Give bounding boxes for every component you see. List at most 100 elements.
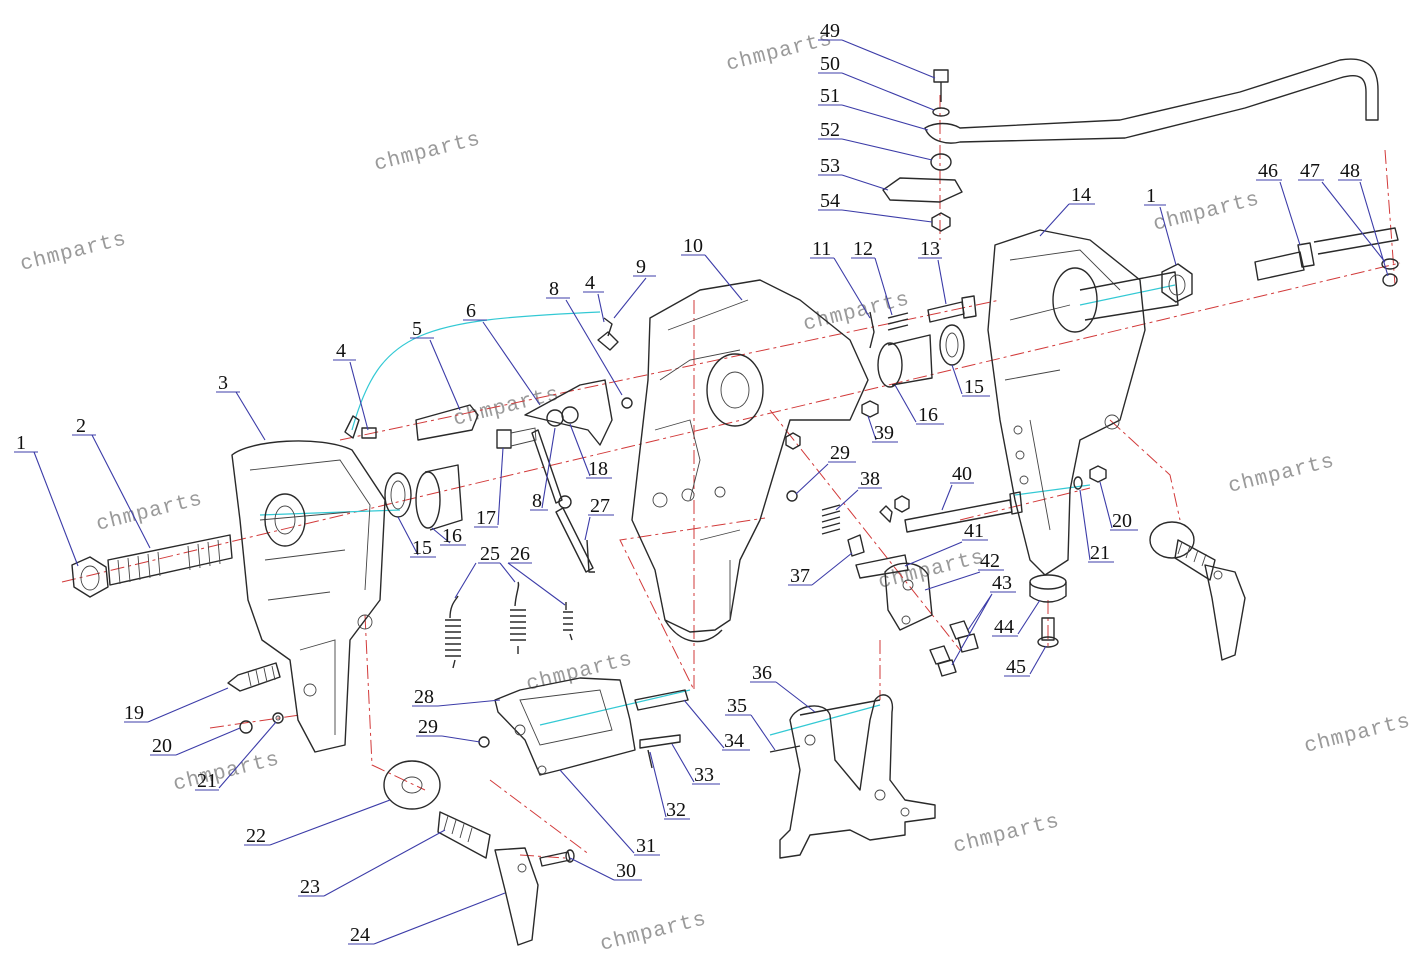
callout-label: 31 — [636, 835, 656, 857]
callout-label: 22 — [246, 825, 266, 847]
part-spring-38 — [821, 504, 841, 535]
callout-label: 3 — [218, 372, 228, 394]
callout-label: 16 — [442, 525, 462, 547]
watermark: chmparts — [372, 128, 483, 177]
callout-label: 2 — [76, 415, 86, 437]
part-tilt-holder-36 — [769, 694, 936, 859]
callout-label: 29 — [418, 716, 438, 738]
part-steering-link — [882, 58, 1379, 232]
callout-label: 27 — [590, 495, 610, 517]
callout-label: 25 — [480, 543, 500, 565]
callout-label: 5 — [412, 318, 422, 340]
part-clip-left — [344, 415, 377, 439]
callout-label: 6 — [466, 300, 476, 322]
callout-label: 30 — [616, 860, 636, 882]
callout-label: 23 — [300, 876, 320, 898]
callout-label: 11 — [812, 238, 831, 260]
callout-label: 46 — [1258, 160, 1278, 182]
watermark: chmparts — [451, 383, 562, 432]
part-small-nut-left — [239, 712, 284, 734]
part-right-clamp-bracket — [987, 229, 1179, 576]
callout-label: 54 — [820, 190, 840, 212]
part-rod-27 — [586, 539, 595, 573]
callout-label: 1 — [1146, 185, 1156, 207]
callout-label: 49 — [820, 20, 840, 42]
callout-label: 47 — [1300, 160, 1320, 182]
part-clip-9 — [597, 317, 633, 409]
part-lever-left — [383, 760, 575, 946]
callout-label: 52 — [820, 119, 840, 141]
part-spring-26 — [563, 602, 573, 641]
callout-label: 26 — [510, 543, 530, 565]
callout-label: 40 — [952, 463, 972, 485]
callout-label: 43 — [992, 572, 1012, 594]
watermark: chmparts — [1302, 710, 1413, 759]
callout-label: 42 — [980, 550, 1000, 572]
part-cable-end — [415, 404, 479, 441]
callout-label: 39 — [874, 422, 894, 444]
callout-label: 17 — [476, 507, 496, 529]
callout-label: 51 — [820, 85, 840, 107]
cable-lines — [259, 284, 1176, 736]
watermark: chmparts — [1226, 450, 1337, 499]
callout-label: 4 — [336, 340, 346, 362]
part-left-clamp-bracket — [231, 440, 386, 753]
callout-label: 15 — [964, 376, 984, 398]
part-pins-32-34 — [634, 689, 689, 769]
callout-label: 8 — [532, 490, 542, 512]
callout-label: 1 — [16, 432, 26, 454]
callout-label: 34 — [724, 730, 744, 752]
part-nut-39 — [785, 400, 879, 502]
callout-label: 37 — [790, 565, 810, 587]
part-bushing-left — [384, 464, 463, 531]
part-tilt-lock-31 — [478, 677, 636, 776]
callout-label: 33 — [694, 764, 714, 786]
part-clamp-42 — [847, 495, 933, 631]
watermark: chmparts — [951, 810, 1062, 859]
callout-label: 12 — [853, 238, 873, 260]
part-springs-25 — [445, 581, 526, 669]
part-lever-right — [1149, 521, 1246, 661]
callout-label: 36 — [752, 662, 772, 684]
leaders — [14, 39, 1389, 945]
callout-label: 15 — [412, 537, 432, 559]
callout-label: 9 — [636, 256, 646, 278]
watermark: chmparts — [171, 748, 282, 797]
callout-label: 44 — [994, 616, 1014, 638]
callout-label: 20 — [1112, 510, 1132, 532]
watermark: chmparts — [598, 908, 709, 957]
part-pin-spring-bolt — [869, 295, 977, 349]
callout-label: 29 — [830, 442, 850, 464]
part-nut-right — [1161, 263, 1193, 303]
part-threaded-tube — [107, 534, 233, 586]
callout-label: 13 — [920, 238, 940, 260]
callout-label: 21 — [197, 770, 217, 792]
callout-labels: 1 2 3 4 4 5 6 8 8 9 10 11 12 13 14 1 15 … — [16, 20, 1360, 946]
watermarks: chmparts chmparts chmparts chmparts chmp… — [18, 28, 1413, 957]
callout-label: 38 — [860, 468, 880, 490]
watermark: chmparts — [94, 488, 205, 537]
callout-label: 50 — [820, 53, 840, 75]
part-swivel-bracket — [631, 279, 869, 643]
watermark: chmparts — [18, 228, 129, 277]
part-long-bolt — [904, 491, 1023, 533]
callout-label: 45 — [1006, 656, 1026, 678]
callout-label: 10 — [683, 235, 703, 257]
callout-label: 24 — [350, 924, 370, 946]
watermark: chmparts — [524, 648, 635, 697]
part-bushing-44-bolt-45 — [1029, 574, 1067, 648]
callout-label: 28 — [414, 686, 434, 708]
part-small-nut-right — [1073, 465, 1107, 490]
callout-label: 18 — [588, 458, 608, 480]
part-nut-left — [71, 556, 109, 598]
callout-label: 16 — [918, 404, 938, 426]
part-spring-screw — [227, 662, 281, 692]
callout-label: 48 — [1340, 160, 1360, 182]
callout-label: 8 — [549, 278, 559, 300]
callout-label: 35 — [727, 695, 747, 717]
callout-label: 14 — [1071, 184, 1091, 206]
watermark: chmparts — [1151, 188, 1262, 237]
callout-label: 32 — [666, 799, 686, 821]
callout-label: 53 — [820, 155, 840, 177]
